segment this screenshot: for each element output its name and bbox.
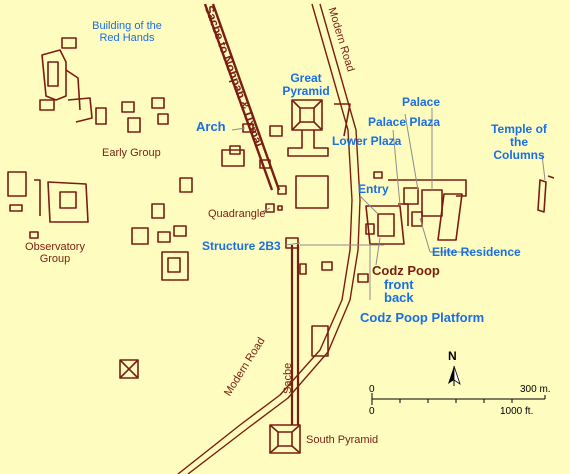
- early-group-structures: [221, 125, 283, 169]
- label-palace: Palace: [402, 95, 441, 109]
- label-lower-plaza: Lower Plaza: [332, 134, 402, 148]
- label-quadrangle: Quadrangle: [208, 208, 266, 220]
- label-early-group: Early Group: [102, 147, 161, 159]
- label-sacbe: Sacbe: [282, 362, 294, 394]
- modern-road-line-2: [187, 3, 361, 474]
- label-south-pyramid: South Pyramid: [306, 434, 379, 446]
- label-palace-plaza: Palace Plaza: [368, 115, 441, 129]
- red-hands-group: [39, 37, 169, 133]
- sacbe-north-line: [203, 3, 274, 191]
- southern-structures: [299, 261, 369, 357]
- scale-zero-top: 0: [369, 384, 375, 395]
- modern-road-line: [177, 3, 353, 474]
- leader-lines: [231, 108, 546, 300]
- label-building-red-hands: Building of the Red Hands: [92, 20, 162, 45]
- label-front: front: [384, 277, 414, 292]
- north-label: N: [448, 349, 457, 363]
- scale-bar: [371, 393, 546, 405]
- scale-imperial: 1000 ft.: [500, 406, 534, 417]
- temple-columns-structure: [537, 175, 555, 213]
- label-back: back: [384, 290, 414, 305]
- sacbe-north-line-2: [211, 3, 281, 191]
- scale-metric: 300 m.: [520, 384, 551, 395]
- label-temple-columns: Temple of the Columns: [491, 122, 547, 163]
- quadrangle-structure: [265, 175, 329, 213]
- scale-zero-bottom: 0: [369, 406, 375, 417]
- north-arrow: [448, 365, 461, 386]
- label-arch: Arch: [196, 119, 226, 134]
- label-elite-residence: Elite Residence: [432, 245, 521, 259]
- label-structure-2b3: Structure 2B3: [202, 239, 281, 253]
- label-great-pyramid: Great Pyramid: [282, 71, 330, 99]
- label-codz-poop: Codz Poop: [372, 263, 440, 278]
- great-pyramid-structure: [287, 99, 351, 157]
- label-entry: Entry: [358, 182, 389, 196]
- palace-complex: [365, 179, 467, 245]
- south-pyramid-structure: [269, 424, 301, 454]
- observatory-group: [7, 171, 193, 281]
- label-observatory-group: Observatory Group: [25, 241, 85, 266]
- label-codz-poop-platform: Codz Poop Platform: [360, 310, 485, 325]
- small-pyramid: [119, 359, 139, 379]
- entry-structure: [373, 171, 383, 179]
